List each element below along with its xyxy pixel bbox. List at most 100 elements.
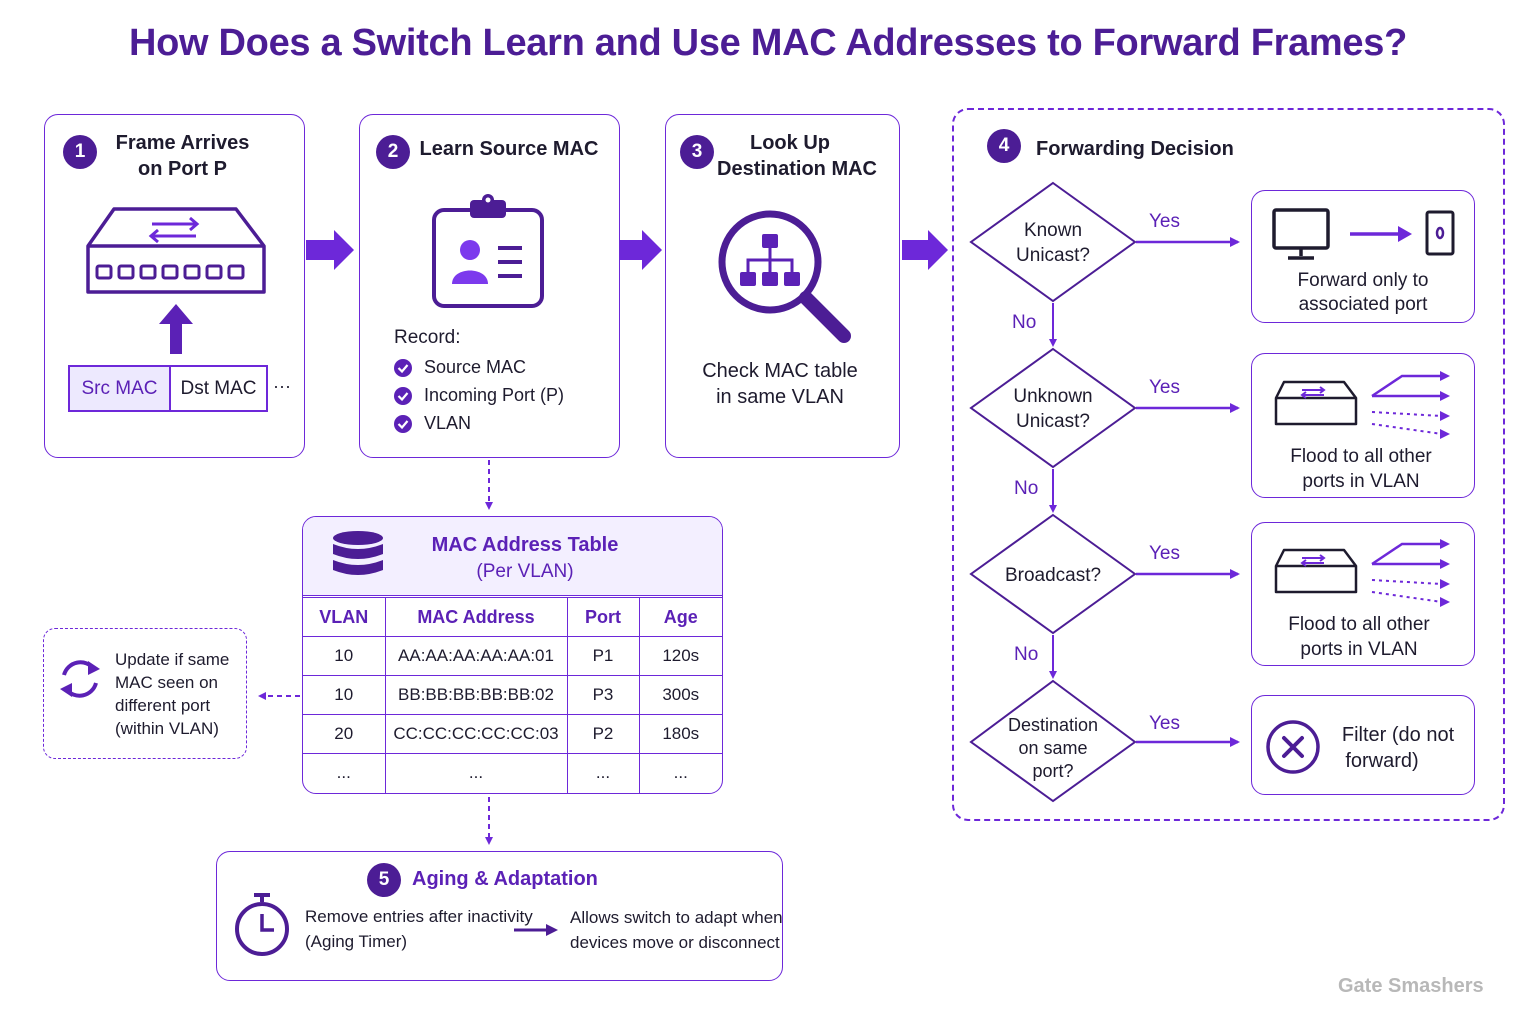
cell-port: ... bbox=[567, 753, 640, 793]
step3-desc-line2: in same VLAN bbox=[716, 386, 844, 408]
frame-up-arrow bbox=[159, 304, 193, 354]
no-label-1: No bbox=[1012, 312, 1037, 333]
cell-age: 300s bbox=[639, 675, 722, 715]
step5-number: 5 bbox=[367, 863, 401, 897]
frame-fields: Src MAC Dst MAC bbox=[68, 365, 268, 412]
unknown-unicast-diamond bbox=[969, 347, 1137, 469]
step4-number: 4 bbox=[987, 129, 1021, 163]
step5-left-line2: (Aging Timer) bbox=[305, 932, 408, 951]
q2-line1: Unknown bbox=[1013, 386, 1093, 407]
outcome-flood-broadcast-card bbox=[1251, 522, 1475, 666]
watermark: Gate Smashers bbox=[1338, 975, 1484, 997]
q4-line1: Destination bbox=[1007, 715, 1099, 735]
q4-line3: port? bbox=[1032, 761, 1074, 781]
step1-number: 1 bbox=[63, 135, 97, 169]
outcome2-line1: Flood to all other bbox=[1290, 446, 1432, 467]
switch-flood-icon bbox=[1274, 371, 1450, 439]
stopwatch-icon bbox=[235, 893, 289, 956]
dst-mac-field: Dst MAC bbox=[180, 378, 257, 399]
x-circle-icon bbox=[1266, 720, 1320, 774]
cell-port: P2 bbox=[567, 714, 640, 754]
cell-vlan: 20 bbox=[303, 714, 386, 754]
no-label-2: No bbox=[1014, 478, 1039, 499]
update-note-line3: different port bbox=[115, 696, 211, 715]
clipboard-id-icon bbox=[432, 194, 544, 308]
outcome1-line1: Forward only to bbox=[1297, 270, 1429, 291]
yes-label-1: Yes bbox=[1149, 211, 1180, 232]
q4-line2: on same bbox=[1018, 738, 1088, 758]
cell-vlan: ... bbox=[303, 753, 386, 793]
col-vlan: VLAN bbox=[303, 597, 386, 637]
adapt-arrow bbox=[514, 924, 558, 936]
forwarding-decision-panel bbox=[952, 108, 1505, 821]
mac-table: VLAN MAC Address Port Age 10 AA:AA:AA:AA… bbox=[303, 597, 722, 793]
step3-to-step4-arrow bbox=[902, 230, 948, 270]
outcome4-line2: forward) bbox=[1345, 750, 1419, 772]
step1-to-step2-arrow bbox=[306, 230, 354, 270]
src-mac-field: Src MAC bbox=[70, 367, 171, 410]
outcome1-line2: associated port bbox=[1298, 294, 1428, 315]
magnifier-network-icon bbox=[718, 210, 851, 343]
record-item-label: VLAN bbox=[424, 413, 472, 433]
update-note-line1: Update if same bbox=[115, 650, 230, 669]
yes-label-3: Yes bbox=[1149, 543, 1180, 564]
col-age: Age bbox=[639, 597, 722, 637]
broadcast-diamond bbox=[969, 513, 1137, 635]
known-unicast-diamond bbox=[969, 181, 1137, 303]
step3-title-line2: Destination MAC bbox=[717, 158, 877, 180]
step1-title-line2: on Port P bbox=[138, 158, 227, 180]
step2-to-step3-arrow bbox=[620, 230, 662, 270]
q1-line2: Unicast? bbox=[1016, 245, 1090, 266]
outcome3-line1: Flood to all other bbox=[1288, 614, 1430, 635]
cell-mac: ... bbox=[385, 753, 568, 793]
same-port-diamond bbox=[969, 679, 1137, 803]
table-row: 10 BB:BB:BB:BB:BB:02 P3 300s bbox=[303, 675, 722, 715]
update-note-box bbox=[43, 628, 247, 759]
record-item-label: Source MAC bbox=[424, 357, 527, 377]
network-switch-icon bbox=[86, 207, 266, 294]
step1-title-line1: Frame Arrives bbox=[115, 132, 250, 154]
table-row: ... ... ... ... bbox=[303, 753, 722, 793]
yes-label-4: Yes bbox=[1149, 713, 1180, 734]
cell-vlan: 10 bbox=[303, 636, 386, 676]
table-row: 10 AA:AA:AA:AA:AA:01 P1 120s bbox=[303, 636, 722, 676]
cell-vlan: 10 bbox=[303, 675, 386, 715]
q1-line1: Known bbox=[1023, 220, 1083, 241]
q3-line1: Broadcast? bbox=[1004, 565, 1102, 586]
step5-title: Aging & Adaptation bbox=[412, 868, 598, 890]
cell-mac: CC:CC:CC:CC:CC:03 bbox=[385, 714, 568, 754]
check-circle-icon bbox=[394, 359, 412, 377]
cell-port: P1 bbox=[567, 636, 640, 676]
page-title: How Does a Switch Learn and Use MAC Addr… bbox=[128, 22, 1408, 64]
no-label-3: No bbox=[1014, 644, 1039, 665]
mac-table-title: MAC Address Table bbox=[431, 534, 619, 556]
check-circle-icon bbox=[394, 415, 412, 433]
step4-title: Forwarding Decision bbox=[1036, 138, 1234, 160]
step5-left-line1: Remove entries after inactivity bbox=[305, 907, 533, 926]
table-row: 20 CC:CC:CC:CC:CC:03 P2 180s bbox=[303, 714, 722, 754]
cell-mac: BB:BB:BB:BB:BB:02 bbox=[385, 675, 568, 715]
step3-desc-line1: Check MAC table bbox=[702, 360, 858, 382]
outcome2-line2: ports in VLAN bbox=[1302, 471, 1420, 492]
decision-diamonds bbox=[969, 181, 1137, 803]
switch-flood-icon bbox=[1274, 539, 1450, 607]
outcome4-line1: Filter (do not bbox=[1341, 724, 1455, 746]
step2-title: Learn Source MAC bbox=[419, 138, 599, 160]
yes-label-2: Yes bbox=[1149, 377, 1180, 398]
refresh-icon bbox=[60, 660, 100, 698]
frame-more-ellipsis: ··· bbox=[273, 376, 291, 396]
check-circle-icon bbox=[394, 387, 412, 405]
mac-table-subtitle: (Per VLAN) bbox=[476, 561, 574, 582]
cell-age: ... bbox=[639, 753, 722, 793]
step2-number: 2 bbox=[376, 135, 410, 169]
monitor-to-port-icon bbox=[1272, 208, 1455, 260]
q2-line2: Unicast? bbox=[1016, 411, 1090, 432]
cell-mac: AA:AA:AA:AA:AA:01 bbox=[385, 636, 568, 676]
col-mac-address: MAC Address bbox=[385, 597, 568, 637]
step5-right-line2: devices move or disconnect bbox=[570, 933, 780, 952]
step3-number: 3 bbox=[680, 135, 714, 169]
step5-right-line1: Allows switch to adapt when bbox=[570, 908, 783, 927]
database-icon bbox=[333, 531, 383, 575]
cell-age: 180s bbox=[639, 714, 722, 754]
